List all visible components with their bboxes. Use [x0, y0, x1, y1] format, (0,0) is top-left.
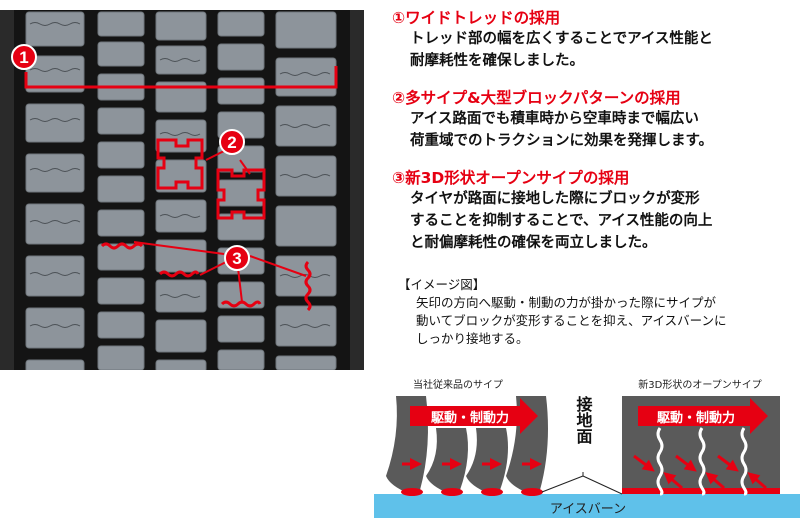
- force-arrow-right: [638, 398, 768, 434]
- force-arrow-left: [410, 398, 538, 434]
- tread-illustration: 1 2 3: [0, 10, 364, 370]
- feature-title: ③新3D形状オープンサイプの採用: [392, 169, 630, 187]
- note-line: しっかり接地する。: [416, 331, 529, 346]
- force-label-left: 駆動・制動力: [431, 410, 509, 426]
- open-sipe-markers: 3: [100, 241, 312, 312]
- contact-surface-callout: 接地面: [541, 395, 623, 495]
- svg-text:3: 3: [232, 249, 241, 268]
- open-sipe-title: 新3D形状のオープンサイプ: [638, 378, 761, 391]
- image-note: 【イメージ図】 矢印の方向へ駆動・制動の力が掛かった際にサイプが 動いてブロック…: [398, 276, 798, 348]
- feature-description: アイス路面でも積車時から空車時まで幅広い 荷重域でのトラクションに効果を発揮しま…: [392, 108, 792, 152]
- tire-tread-photo: 1 2 3: [0, 10, 364, 370]
- svg-text:2: 2: [227, 133, 236, 152]
- feature-line: することを抑制することで、アイス性能の向上: [410, 213, 713, 229]
- ice-label: アイスバーン: [550, 502, 626, 517]
- contact-label: 接地面: [574, 395, 593, 445]
- feature-line: タイヤが路面に接地した際にブロックが変形: [410, 191, 700, 207]
- sipe-comparison-diagram: 当社従来品のサイプ 新3D形状のオープンサイプ アイスバーン 駆動・制動力: [370, 376, 800, 518]
- feature-line: 荷重域でのトラクションに効果を発揮します。: [410, 133, 714, 149]
- large-block-outlines: 2: [156, 129, 266, 220]
- feature-list: ①ワイドトレッドの採用 トレッド部の幅を広くすることでアイス性能と 耐摩耗性を確…: [392, 8, 792, 270]
- force-label-right: 駆動・制動力: [657, 410, 735, 426]
- feature-multi-sipe: ②多サイプ&大型ブロックパターンの採用 アイス路面でも積車時から空車時まで幅広い…: [392, 88, 792, 152]
- ice-surface: [374, 494, 800, 518]
- feature-open-sipe: ③新3D形状オープンサイプの採用 タイヤが路面に接地した際にブロックが変形 する…: [392, 168, 792, 254]
- image-note-description: 矢印の方向へ駆動・制動の力が掛かった際にサイプが 動いてブロックが変形することを…: [398, 294, 798, 348]
- feature-line: トレッド部の幅を広くすることでアイス性能と: [410, 31, 713, 47]
- feature-description: トレッド部の幅を広くすることでアイス性能と 耐摩耗性を確保しました。: [392, 28, 792, 72]
- feature-line: と耐偏摩耗性の確保を両立しました。: [410, 235, 657, 251]
- feature-title: ②多サイプ&大型ブロックパターンの採用: [392, 89, 681, 107]
- note-line: 矢印の方向へ駆動・制動の力が掛かった際にサイプが: [416, 295, 717, 310]
- note-line: 動いてブロックが変形することを抑え、アイスバーンに: [416, 313, 727, 328]
- conventional-sipe-title: 当社従来品のサイプ: [413, 378, 503, 391]
- svg-text:1: 1: [19, 48, 28, 67]
- feature-line: アイス路面でも積車時から空車時まで幅広い: [410, 111, 699, 127]
- feature-description: タイヤが路面に接地した際にブロックが変形 することを抑制することで、アイス性能の…: [392, 188, 792, 254]
- feature-wide-tread: ①ワイドトレッドの採用 トレッド部の幅を広くすることでアイス性能と 耐摩耗性を確…: [392, 8, 792, 72]
- image-note-label: 【イメージ図】: [398, 277, 486, 292]
- wide-tread-bracket: 1: [11, 44, 338, 89]
- feature-title: ①ワイドトレッドの採用: [392, 9, 561, 27]
- feature-line: 耐摩耗性を確保しました。: [410, 53, 584, 69]
